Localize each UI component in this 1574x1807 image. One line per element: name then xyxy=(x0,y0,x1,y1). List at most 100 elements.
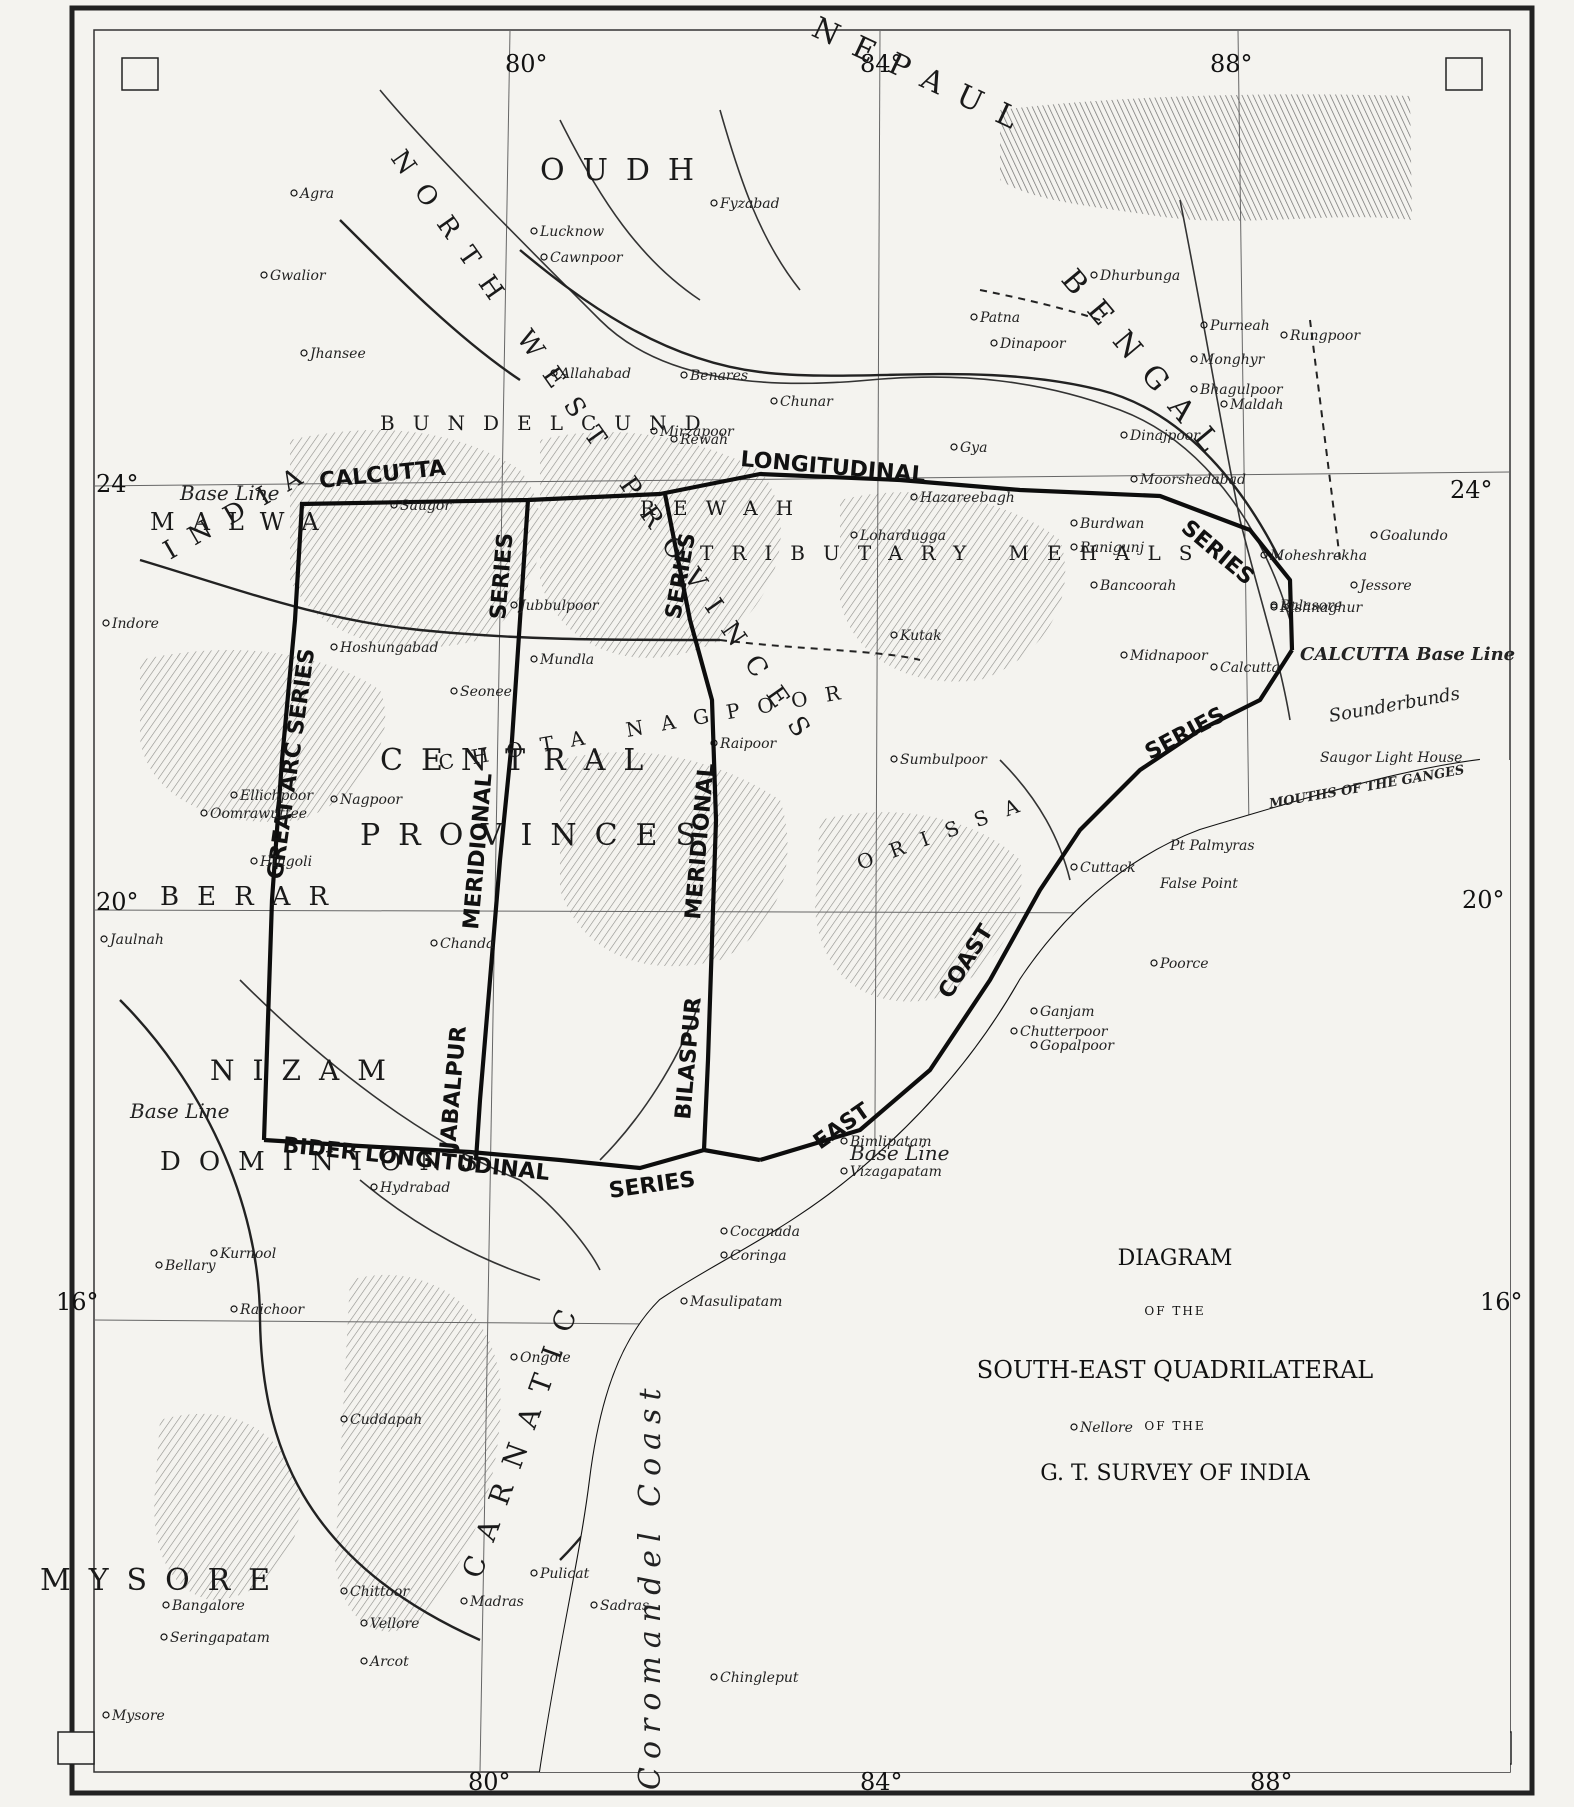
place-marker xyxy=(340,1587,348,1595)
place-label: Mysore xyxy=(111,1708,165,1724)
label-pt-palmyras: Pt Palmyras xyxy=(1169,838,1255,854)
region-rewah: REWAH xyxy=(640,496,811,520)
place-label: Hingoli xyxy=(259,854,312,870)
place-label: Patna xyxy=(979,310,1020,326)
place-marker xyxy=(770,397,778,405)
place-marker xyxy=(1190,385,1198,393)
place-label: Nellore xyxy=(1079,1420,1133,1436)
place-label: Goalundo xyxy=(1380,528,1448,544)
region-oudh: OUDH xyxy=(540,153,712,188)
place-label: Mirzapoor xyxy=(659,424,735,440)
label-saugor-lighthouse: Saugor Light House xyxy=(1320,750,1462,766)
place-marker xyxy=(990,339,998,347)
great-arc-series-line xyxy=(261,503,305,1141)
grat-bottom-84: 84° xyxy=(860,1768,903,1796)
place-marker xyxy=(540,253,548,261)
place-marker xyxy=(1030,1041,1038,1049)
place-label: Agra xyxy=(298,186,334,202)
place-marker xyxy=(840,1137,848,1145)
place-marker xyxy=(590,1601,598,1609)
place-label: Hazareebagh xyxy=(919,490,1015,506)
place-label: Nagpoor xyxy=(339,792,403,808)
place-label: Seonee xyxy=(460,684,512,700)
place-marker xyxy=(670,435,678,443)
terrain-relief xyxy=(140,94,1412,1632)
railways xyxy=(119,219,1282,1642)
place-label: Bimlipatam xyxy=(849,1134,932,1150)
place-marker xyxy=(100,935,108,943)
title-gt-survey: G. T. SURVEY OF INDIA xyxy=(1040,1461,1311,1486)
place-label: Bellary xyxy=(164,1258,217,1274)
place-label: Kishnaghur xyxy=(1279,600,1363,616)
place-label: Benares xyxy=(689,368,748,384)
place-label: Vizagapatam xyxy=(850,1164,942,1180)
place-marker xyxy=(720,1227,728,1235)
place-marker xyxy=(1260,551,1268,559)
place-label: Monghyr xyxy=(1199,352,1266,368)
place-marker xyxy=(102,1711,110,1719)
place-label: Vellore xyxy=(370,1616,419,1632)
region-bundelcund: BUNDELCUND xyxy=(380,411,719,435)
grat-bottom-88: 88° xyxy=(1250,1768,1293,1796)
place-marker xyxy=(460,1597,468,1605)
place-marker xyxy=(1070,543,1078,551)
place-marker xyxy=(1370,531,1378,539)
place-marker xyxy=(360,1619,368,1627)
map-frame-outer xyxy=(69,5,1535,1796)
place-label: Bhagulpoor xyxy=(1199,382,1284,398)
place-label: Coringa xyxy=(730,1248,787,1264)
place-label: Poorce xyxy=(1159,956,1209,972)
region-dominions: DOMINIONS xyxy=(160,1147,496,1177)
place-label: Jaulnah xyxy=(107,932,164,948)
place-marker xyxy=(680,371,688,379)
place-label: Jubbulpoor xyxy=(517,598,600,614)
place-label: Saugor xyxy=(400,498,452,514)
region-berar: BERAR xyxy=(160,882,346,912)
title-of-the-1: OF THE xyxy=(1144,1304,1205,1318)
place-label: Balasore xyxy=(1279,598,1342,614)
place-marker xyxy=(210,1249,218,1257)
place-label: Bancoorah xyxy=(1099,578,1176,594)
east-coast-series-line xyxy=(759,648,1294,1163)
place-marker xyxy=(1090,581,1098,589)
place-marker xyxy=(910,493,918,501)
triangulation-series xyxy=(261,471,1295,1171)
place-marker xyxy=(530,655,538,663)
place-label: Madras xyxy=(469,1594,524,1610)
place-marker xyxy=(370,1183,378,1191)
place-marker xyxy=(330,795,338,803)
place-label: Cawnpoor xyxy=(550,250,624,266)
place-marker xyxy=(510,601,518,609)
grat-right-24: 24° xyxy=(1450,476,1493,504)
region-malwa: MALWA xyxy=(150,508,337,536)
place-label: Seringapatam xyxy=(170,1630,270,1646)
place-label: Calcutta xyxy=(1220,660,1280,676)
place-marker xyxy=(390,501,398,509)
place-labels: CalcuttaIndoreNagpoorJubbulpoorHydrabadM… xyxy=(100,186,1448,1724)
grat-top-84: 84° xyxy=(860,50,903,78)
label-base-line-north: Base Line xyxy=(179,481,279,505)
place-label: Lohardugga xyxy=(859,528,946,544)
place-marker xyxy=(850,531,858,539)
place-marker xyxy=(970,313,978,321)
place-label: Midnapoor xyxy=(1129,648,1209,664)
place-marker xyxy=(720,1251,728,1259)
region-chota-nagpoor: TRIBUTARY MEHALS xyxy=(700,541,1211,565)
region-central: CENTRAL xyxy=(380,743,661,778)
place-marker xyxy=(1220,400,1228,408)
place-marker xyxy=(510,1353,518,1361)
region-nizam: NIZAM xyxy=(210,1054,404,1087)
place-label: Fyzabad xyxy=(719,196,780,212)
place-label: Chunar xyxy=(780,394,834,410)
place-marker xyxy=(890,755,898,763)
place-marker xyxy=(200,809,208,817)
place-marker xyxy=(550,369,558,377)
place-marker xyxy=(680,1297,688,1305)
grat-top-80: 80° xyxy=(505,50,548,78)
place-label: Arcot xyxy=(368,1654,409,1670)
map-title-block: DIAGRAM OF THE SOUTH-EAST QUADRILATERAL … xyxy=(977,1246,1373,1486)
place-label: Cuttack xyxy=(1080,860,1136,876)
place-marker xyxy=(530,1569,538,1577)
place-marker xyxy=(155,1261,163,1269)
place-marker xyxy=(1120,431,1128,439)
